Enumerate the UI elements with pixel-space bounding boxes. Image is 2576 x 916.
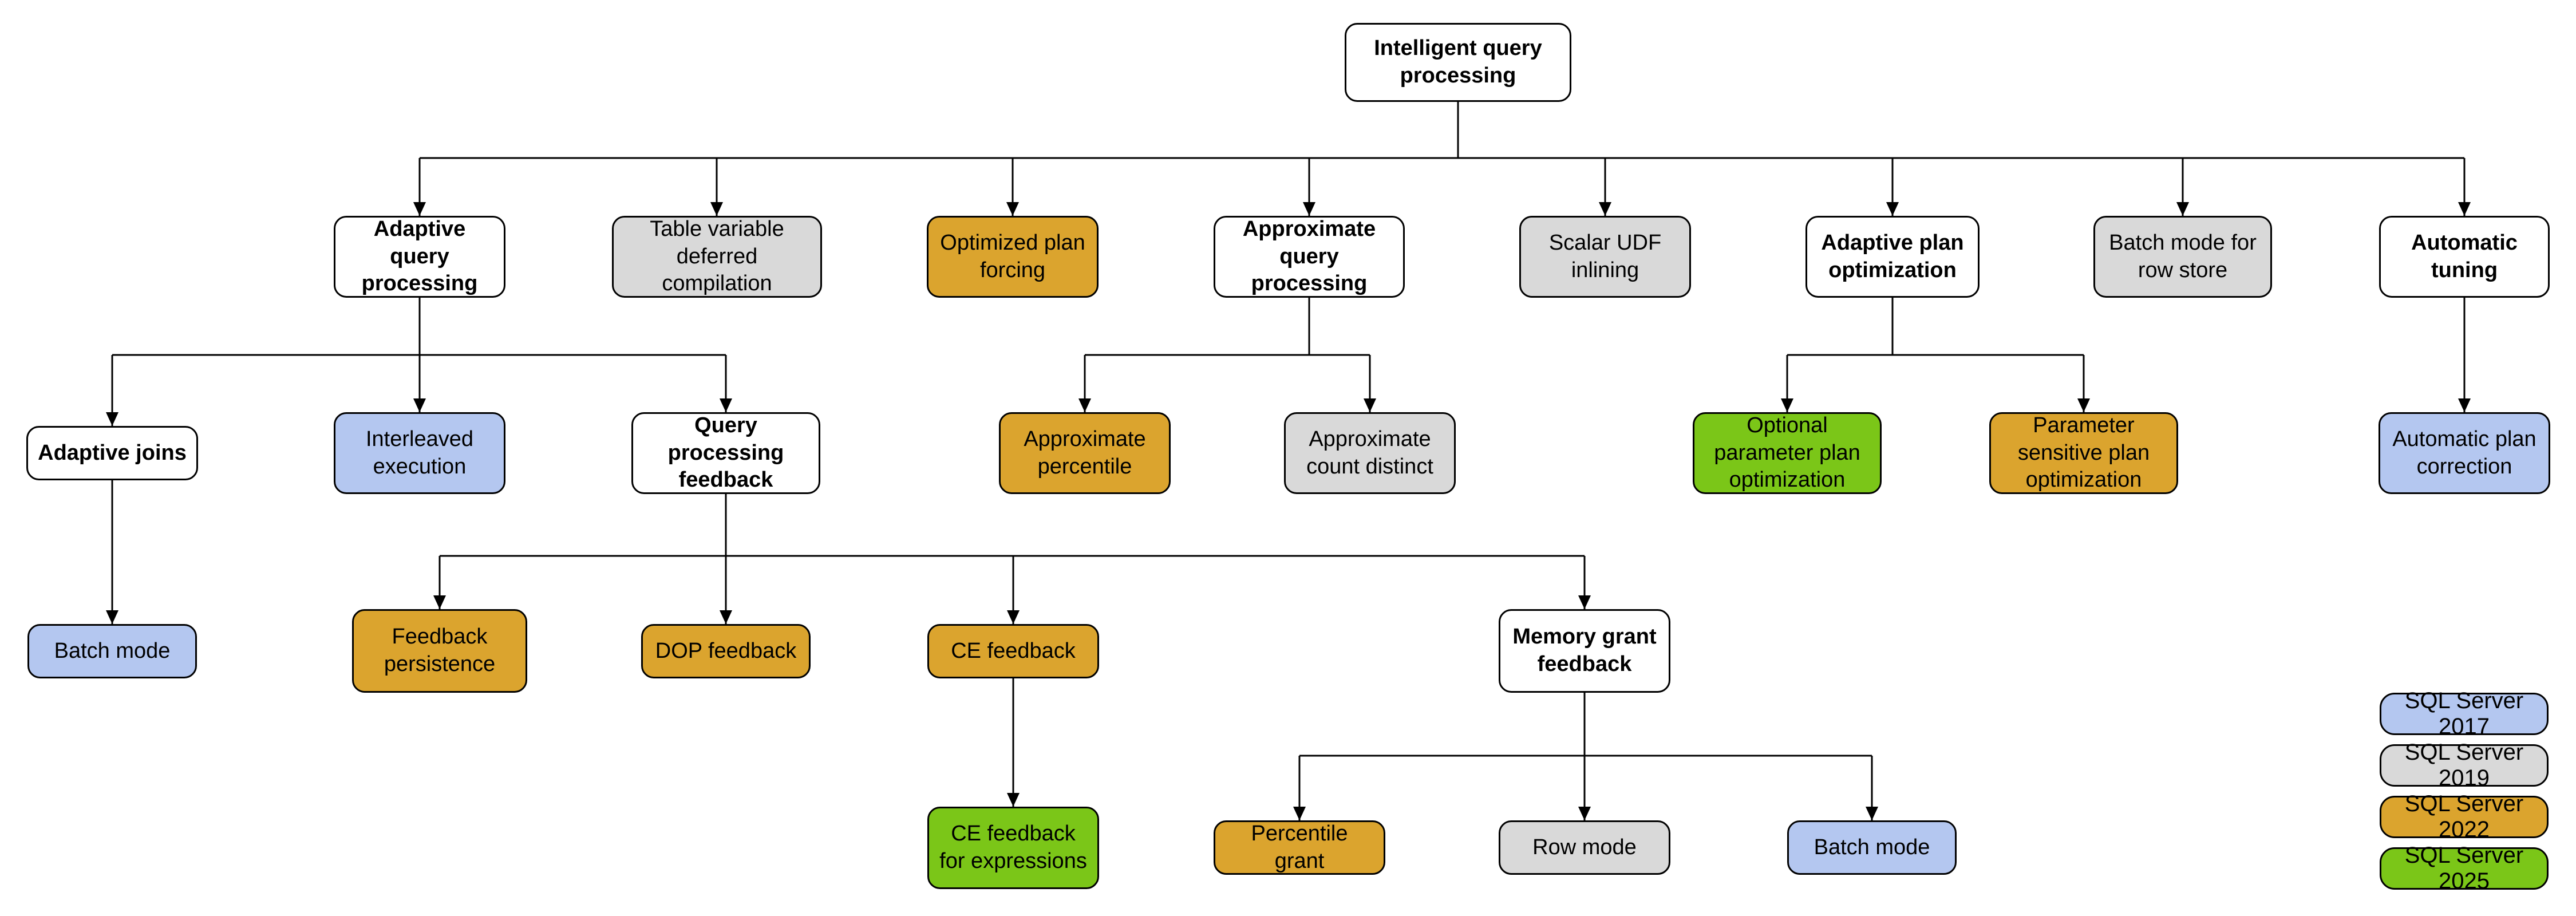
node-label: Adaptive query processing: [361, 216, 478, 296]
node-label: Scalar UDF inlining: [1548, 230, 1662, 282]
node-label: Batch mode: [1814, 835, 1930, 859]
node-label: Feedback persistence: [384, 625, 496, 676]
legend-label: SQL Server 2019: [2404, 740, 2524, 791]
node-opf: Optimized plan forcing: [927, 216, 1099, 298]
node-pspo: Parameter sensitive plan optimization: [1989, 412, 2178, 494]
legend-label: SQL Server 2017: [2404, 688, 2524, 739]
node-bmrs: Batch mode for row store: [2093, 216, 2272, 298]
node-label: Approximate count distinct: [1306, 427, 1433, 479]
node-label: Automatic plan correction: [2392, 427, 2537, 479]
node-pg: Percentile grant: [1214, 820, 1385, 875]
node-label: Batch mode: [54, 638, 171, 663]
node-label: Parameter sensitive plan optimization: [2017, 413, 2150, 492]
node-ie: Interleaved execution: [334, 412, 505, 494]
node-oppo: Optional parameter plan optimization: [1693, 412, 1882, 494]
node-apo: Adaptive plan optimization: [1805, 216, 1980, 298]
node-label: Optional parameter plan optimization: [1714, 413, 1860, 492]
node-qpf: Query processing feedback: [631, 412, 820, 494]
node-root: Intelligent query processing: [1345, 23, 1571, 102]
node-aqp2: Approximate query processing: [1214, 216, 1405, 298]
node-label: Automatic tuning: [2411, 230, 2518, 282]
node-bm2: Batch mode: [1787, 820, 1957, 875]
node-label: Query processing feedback: [667, 413, 784, 492]
node-label: Adaptive plan optimization: [1821, 230, 1964, 282]
node-fp: Feedback persistence: [352, 609, 527, 693]
node-label: DOP feedback: [655, 638, 797, 663]
node-aqp: Adaptive query processing: [334, 216, 505, 298]
node-label: Table variable deferred compilation: [650, 216, 784, 296]
node-label: CE feedback: [951, 638, 1076, 663]
node-bm: Batch mode: [27, 624, 197, 678]
node-label: Optimized plan forcing: [940, 230, 1085, 282]
node-ce: CE feedback: [927, 624, 1099, 678]
node-label: Adaptive joins: [38, 440, 187, 465]
legend-item-sql-2025: SQL Server 2025: [2380, 843, 2549, 894]
node-acd: Approximate count distinct: [1284, 412, 1456, 494]
node-cefe: CE feedback for expressions: [927, 807, 1099, 889]
node-apct: Approximate percentile: [999, 412, 1171, 494]
node-label: Percentile grant: [1251, 821, 1348, 873]
node-tvdc: Table variable deferred compilation: [612, 216, 822, 298]
node-sudf: Scalar UDF inlining: [1519, 216, 1691, 298]
node-label: Approximate percentile: [1024, 427, 1146, 479]
node-label: CE feedback for expressions: [939, 822, 1087, 873]
node-label: Batch mode for row store: [2109, 230, 2257, 282]
node-label: Approximate query processing: [1242, 216, 1376, 296]
node-label: Row mode: [1532, 835, 1637, 859]
legend-item-sql-2019: SQL Server 2019: [2380, 740, 2549, 791]
node-aj: Adaptive joins: [26, 426, 198, 480]
node-label: Memory grant feedback: [1512, 625, 1657, 676]
node-label: Intelligent query processing: [1374, 36, 1542, 88]
legend-item-sql-2017: SQL Server 2017: [2380, 688, 2549, 739]
legend-label: SQL Server 2025: [2404, 843, 2524, 894]
node-at: Automatic tuning: [2379, 216, 2550, 298]
legend-label: SQL Server 2022: [2404, 791, 2524, 842]
node-dop: DOP feedback: [641, 624, 811, 678]
legend-item-sql-2022: SQL Server 2022: [2380, 791, 2549, 842]
node-apc: Automatic plan correction: [2379, 412, 2550, 494]
node-label: Interleaved execution: [365, 427, 473, 479]
node-rm: Row mode: [1499, 820, 1670, 875]
node-mgf: Memory grant feedback: [1499, 609, 1670, 693]
